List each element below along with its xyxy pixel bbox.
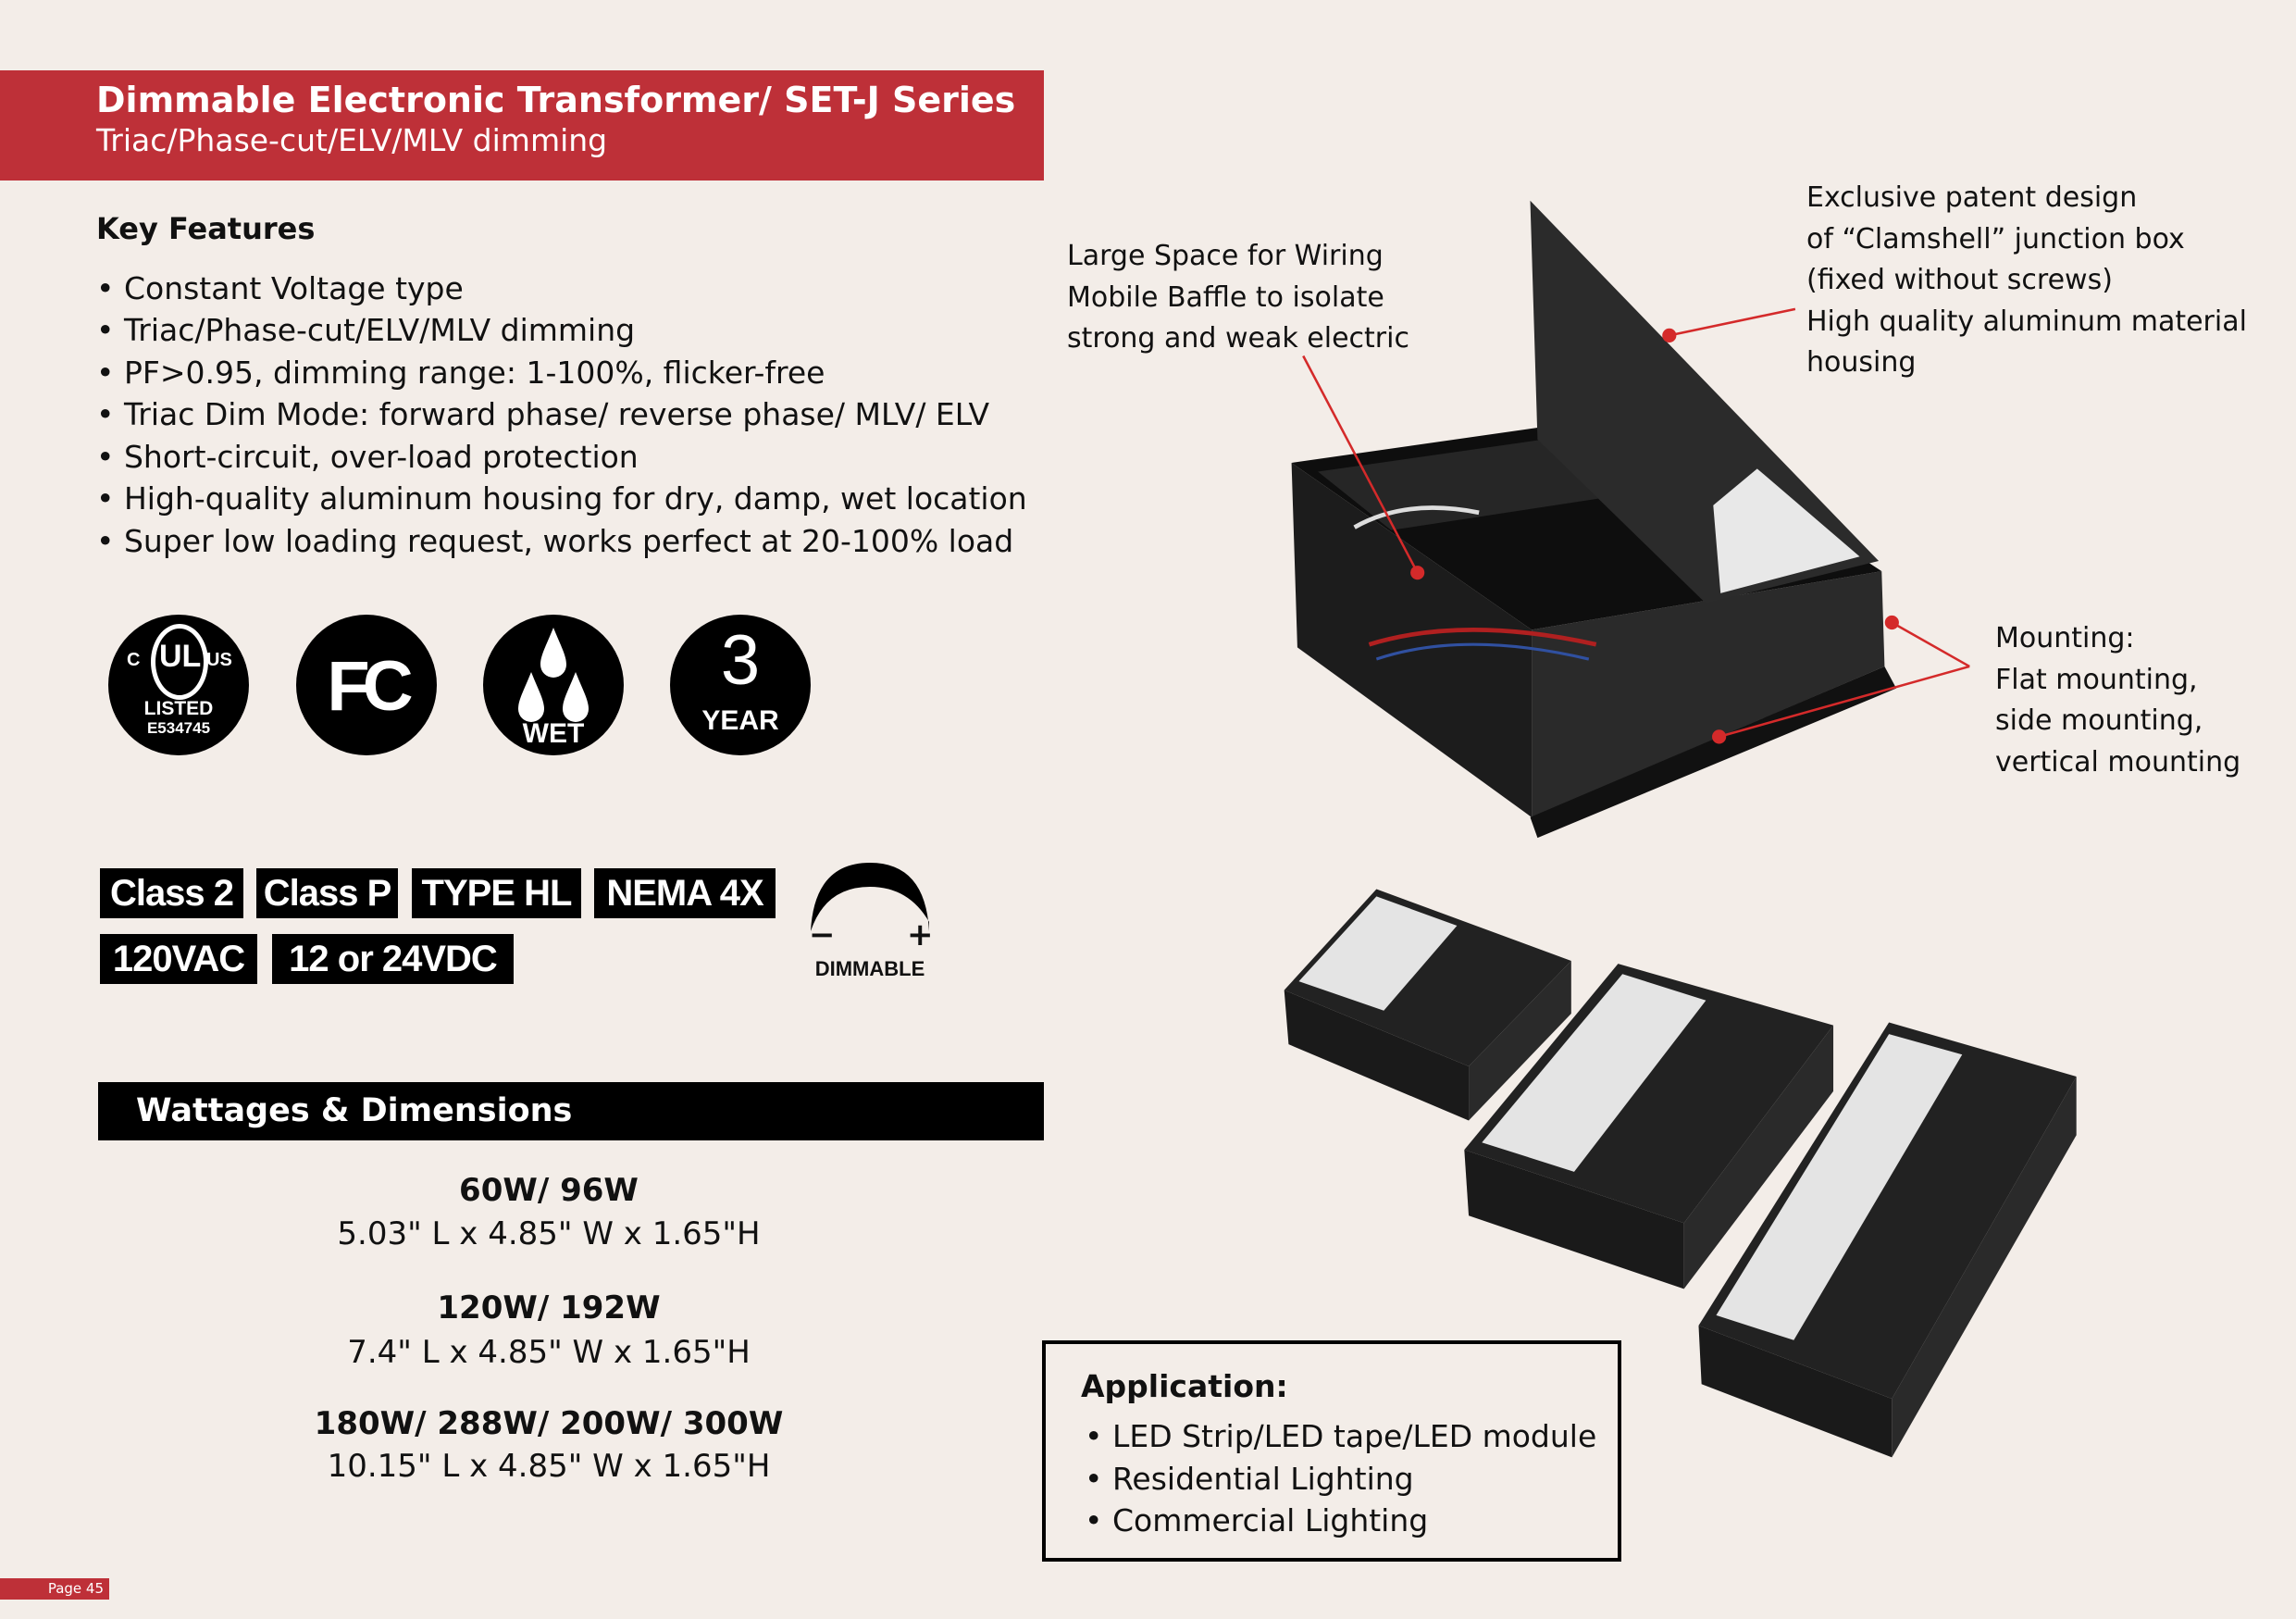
patent-annotation: Exclusive patent design of “Clamshell” j…: [1806, 178, 2247, 384]
driver-small-image: [1284, 889, 1571, 1121]
page-subtitle: Triac/Phase-cut/ELV/MLV dimming: [96, 122, 608, 158]
wiring-annotation: Large Space for Wiring Mobile Baffle to …: [1067, 236, 1409, 360]
annotation-line: Mounting:: [1995, 622, 2135, 654]
dimmer-arc-icon: [811, 863, 929, 931]
feature-item: High-quality aluminum housing for dry, d…: [96, 480, 1027, 517]
mounting-annotation: Mounting: Flat mounting, side mounting, …: [1995, 618, 2240, 783]
application-box: Application: LED Strip/LED tape/LED modu…: [1042, 1340, 1621, 1562]
fcc-mark: FC: [327, 647, 413, 726]
dimmable-icon: − + DIMMABLE: [807, 859, 934, 981]
annotation-line: housing: [1806, 346, 1917, 379]
annotation-line: of “Clamshell” junction box: [1806, 222, 2185, 255]
application-item: Commercial Lighting: [1085, 1502, 1428, 1538]
wattages-heading: Wattages & Dimensions: [136, 1092, 573, 1129]
ul-file-number: E534745: [146, 719, 211, 737]
fcc-icon: FC: [296, 615, 437, 755]
badge-120vac: 120VAC: [100, 934, 257, 984]
dimension-label: 7.4" L x 4.85" W x 1.65"H: [347, 1334, 751, 1371]
annotation-line: Exclusive patent design: [1806, 181, 2138, 214]
wattage-label: 180W/ 288W/ 200W/ 300W: [314, 1405, 784, 1442]
wattage-label: 60W/ 96W: [459, 1172, 639, 1209]
warranty-unit: YEAR: [701, 705, 779, 736]
warranty-years: 3: [720, 621, 761, 700]
wet-location-icon: WET: [483, 615, 624, 755]
annotation-line: High quality aluminum material: [1806, 305, 2247, 338]
driver-medium-image: [1464, 964, 1834, 1289]
application-heading: Application:: [1081, 1368, 1288, 1404]
minus-sign: −: [809, 916, 836, 953]
page-title: Dimmable Electronic Transformer/ SET-J S…: [96, 80, 1016, 120]
feature-item: Super low loading request, works perfect…: [96, 523, 1013, 559]
feature-item: Short-circuit, over-load protection: [96, 439, 639, 475]
ul-listed-icon: UL C US LISTED E534745: [108, 615, 249, 755]
title-banner: Dimmable Electronic Transformer/ SET-J S…: [0, 70, 1044, 181]
callout-lines: [1302, 307, 1970, 744]
dimension-label: 5.03" L x 4.85" W x 1.65"H: [337, 1215, 761, 1252]
ul-listed-text: LISTED: [143, 698, 214, 719]
page-number: Page 45: [47, 1580, 104, 1597]
feature-item: Triac/Phase-cut/ELV/MLV dimming: [96, 312, 635, 348]
badge-class-p: Class P: [256, 868, 398, 918]
ul-us: US: [206, 650, 232, 670]
driver-large-image: [1698, 1022, 2077, 1458]
wattage-label: 120W/ 192W: [437, 1289, 661, 1326]
annotation-line: Flat mounting,: [1995, 663, 2198, 696]
ul-c: C: [127, 650, 141, 670]
feature-item: Constant Voltage type: [96, 270, 464, 306]
badge-type-hl: TYPE HL: [412, 868, 581, 918]
feature-item: Triac Dim Mode: forward phase/ reverse p…: [96, 396, 989, 432]
water-drops-icon: [518, 628, 589, 722]
ul-mark: UL: [159, 639, 202, 674]
badge-12-or-24vdc: 12 or 24VDC: [272, 934, 514, 984]
annotation-line: side mounting,: [1995, 704, 2203, 737]
annotation-line: Mobile Baffle to isolate: [1067, 280, 1384, 314]
open-junction-box-image: [1291, 200, 1897, 839]
plus-sign: +: [907, 916, 934, 953]
annotation-line: (fixed without screws): [1806, 264, 2113, 296]
key-features-heading: Key Features: [96, 211, 316, 246]
feature-item: PF>0.95, dimming range: 1-100%, flicker-…: [96, 355, 825, 391]
warranty-3-year-icon: 3 YEAR: [670, 615, 811, 755]
dimmable-label: DIMMABLE: [814, 957, 925, 980]
wet-label: WET: [522, 718, 585, 749]
annotation-line: Large Space for Wiring: [1067, 240, 1384, 272]
wattages-heading-bar: Wattages & Dimensions: [98, 1082, 1044, 1140]
badge-class-2: Class 2: [100, 868, 243, 918]
annotation-line: vertical mounting: [1995, 745, 2241, 778]
page-number-tab: Page 45: [0, 1578, 109, 1600]
dimension-label: 10.15" L x 4.85" W x 1.65"H: [327, 1448, 771, 1485]
application-item: LED Strip/LED tape/LED module: [1085, 1418, 1596, 1454]
annotation-line: strong and weak electric: [1067, 322, 1409, 355]
application-item: Residential Lighting: [1085, 1461, 1414, 1497]
badge-nema-4x: NEMA 4X: [594, 868, 776, 918]
